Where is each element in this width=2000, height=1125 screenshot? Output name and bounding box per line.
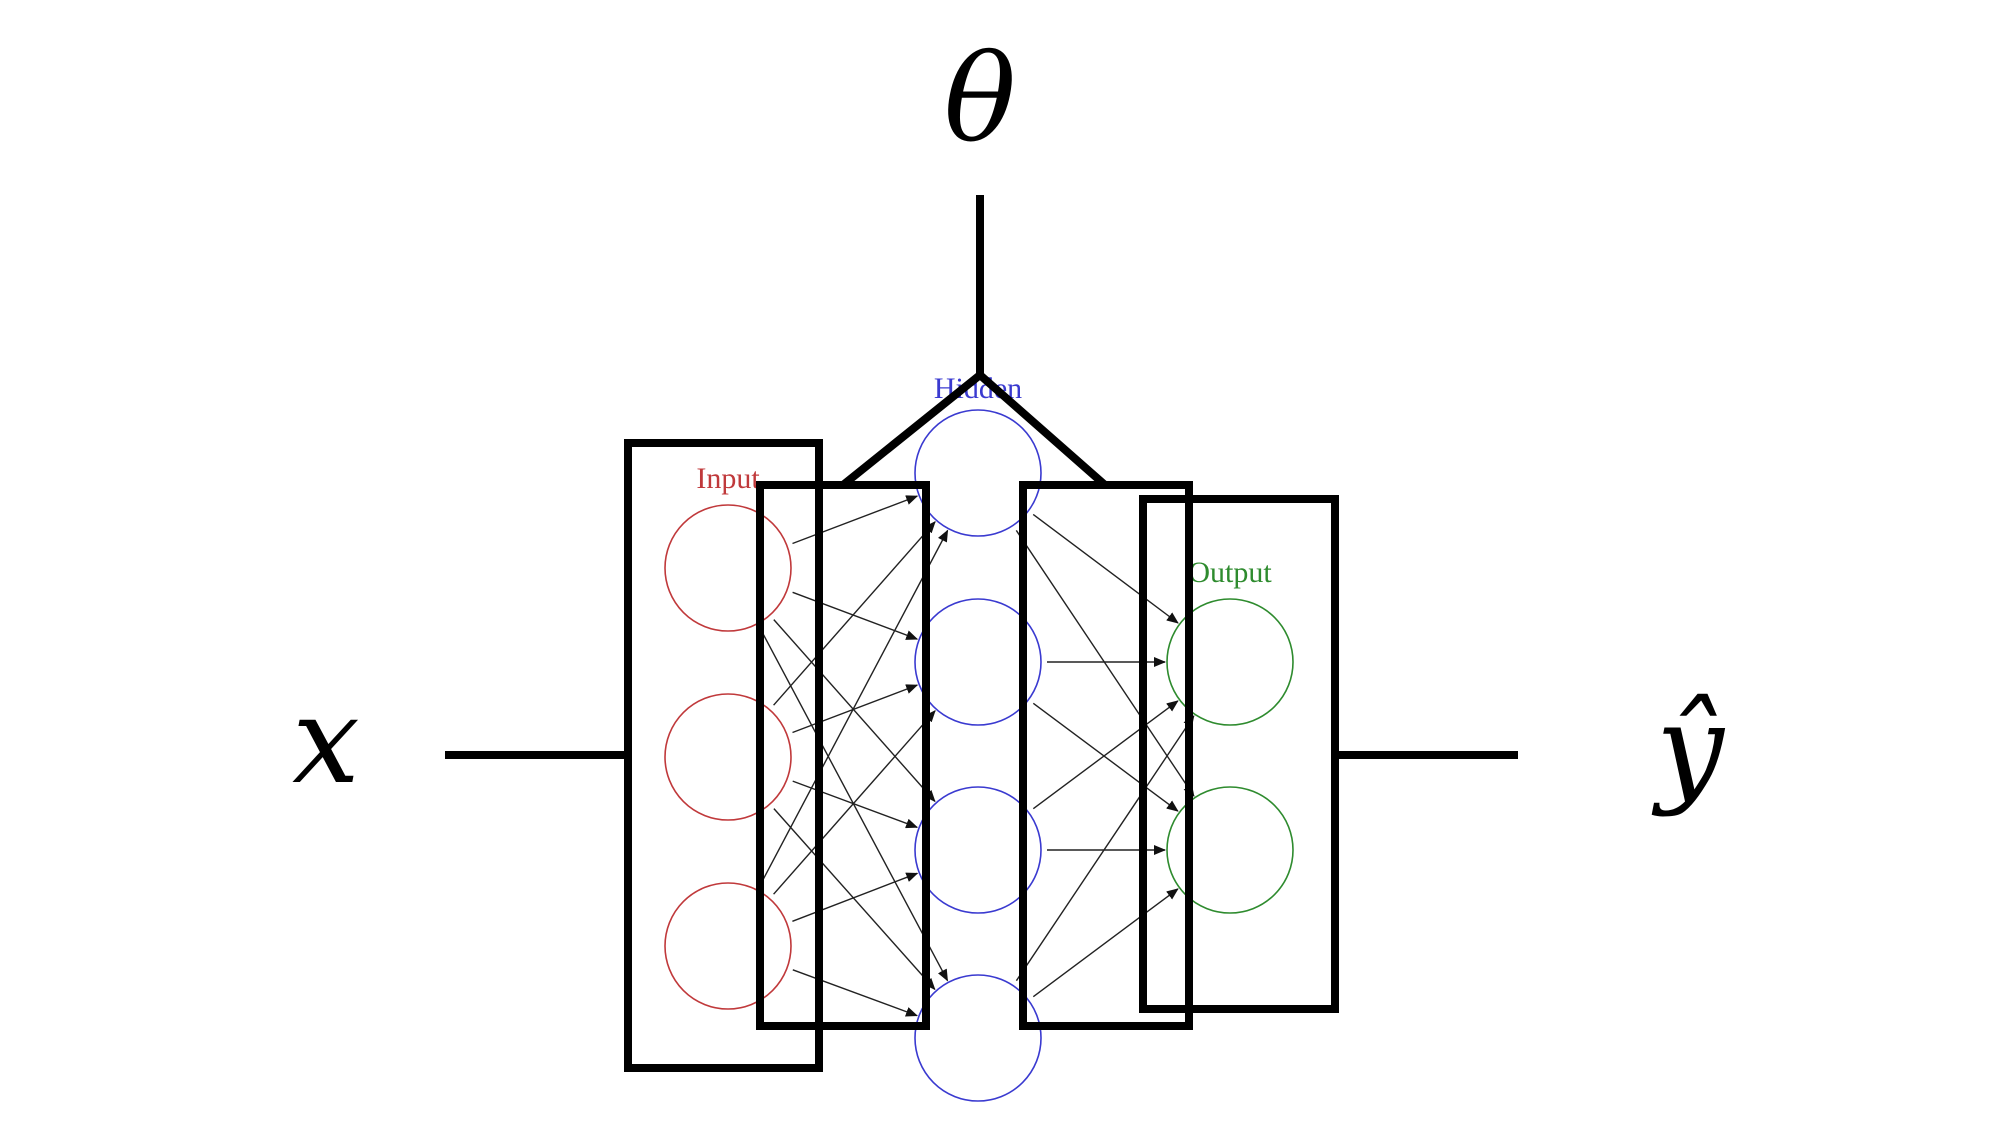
second-weights-box	[1019, 481, 1193, 1030]
connection-arrow-hidden-output	[1015, 715, 1195, 982]
connection-arrow-input-hidden	[773, 710, 936, 895]
connection-arrow-hidden-output	[1032, 702, 1179, 812]
parameter-label: θ	[944, 30, 1016, 169]
connection-arrow-input-hidden	[792, 684, 919, 734]
input-node	[664, 504, 792, 632]
output-node	[1166, 786, 1294, 914]
hidden-node	[914, 409, 1042, 537]
connection-arrow-input-hidden	[773, 521, 936, 706]
input-variable-label: x	[292, 672, 360, 811]
first-weights-box	[756, 481, 930, 1030]
connection-arrow-hidden-output	[1015, 530, 1195, 797]
input-node	[664, 693, 792, 821]
connection-arrow-hidden-output	[1032, 888, 1179, 998]
parameter-wire	[840, 195, 1108, 489]
hidden-node	[914, 598, 1042, 726]
output-variable-label: ŷ	[1651, 680, 1726, 819]
connection-arrow-input-hidden	[792, 495, 919, 545]
input-layer-label: Input	[696, 462, 760, 495]
network-edges	[759, 495, 1195, 1017]
connection-arrow-input-hidden	[792, 591, 919, 640]
connection-arrow-input-hidden	[792, 780, 919, 829]
connection-arrow-input-hidden	[792, 969, 918, 1017]
connection-arrow-hidden-output	[1032, 513, 1179, 624]
connection-arrow-input-hidden	[792, 872, 919, 922]
output-node	[1166, 598, 1294, 726]
connection-arrow-input-hidden	[773, 808, 936, 991]
connection-arrow-input-hidden	[773, 619, 936, 803]
connection-arrow-input-hidden	[759, 529, 949, 886]
output-layer-label: Output	[1188, 556, 1272, 589]
connection-arrow-hidden-output	[1032, 700, 1179, 810]
input-node	[664, 882, 792, 1010]
hidden-node	[914, 974, 1042, 1102]
hidden-node	[914, 786, 1042, 914]
connection-arrow-input-hidden	[759, 628, 949, 982]
network-nodes	[664, 409, 1294, 1102]
